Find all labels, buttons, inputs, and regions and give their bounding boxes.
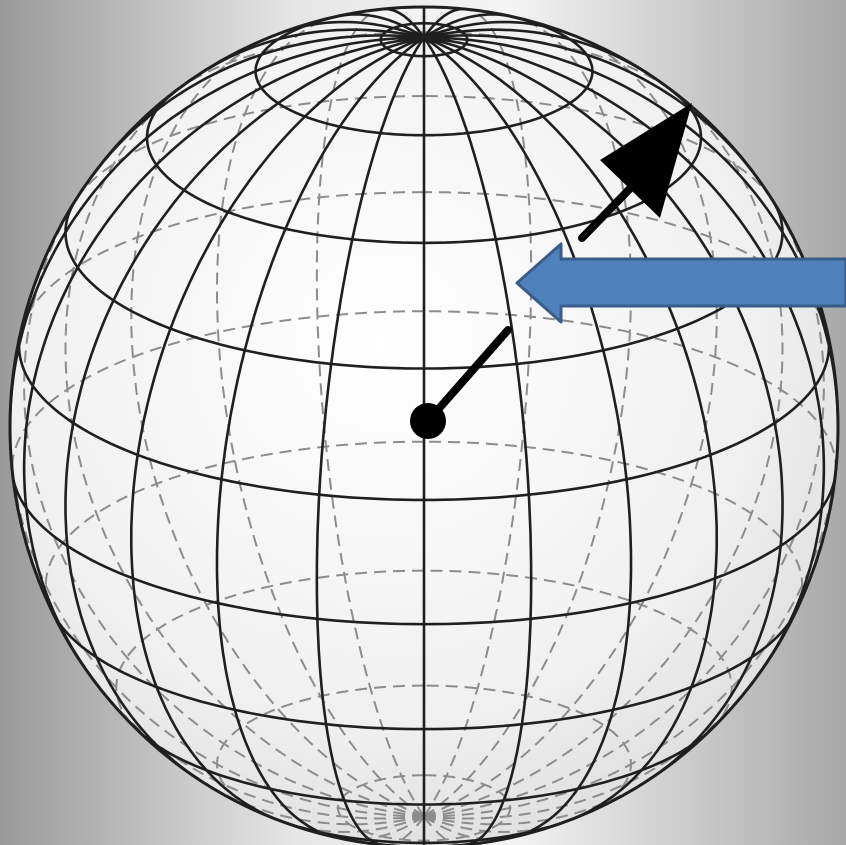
- center-point-dot: [410, 403, 446, 439]
